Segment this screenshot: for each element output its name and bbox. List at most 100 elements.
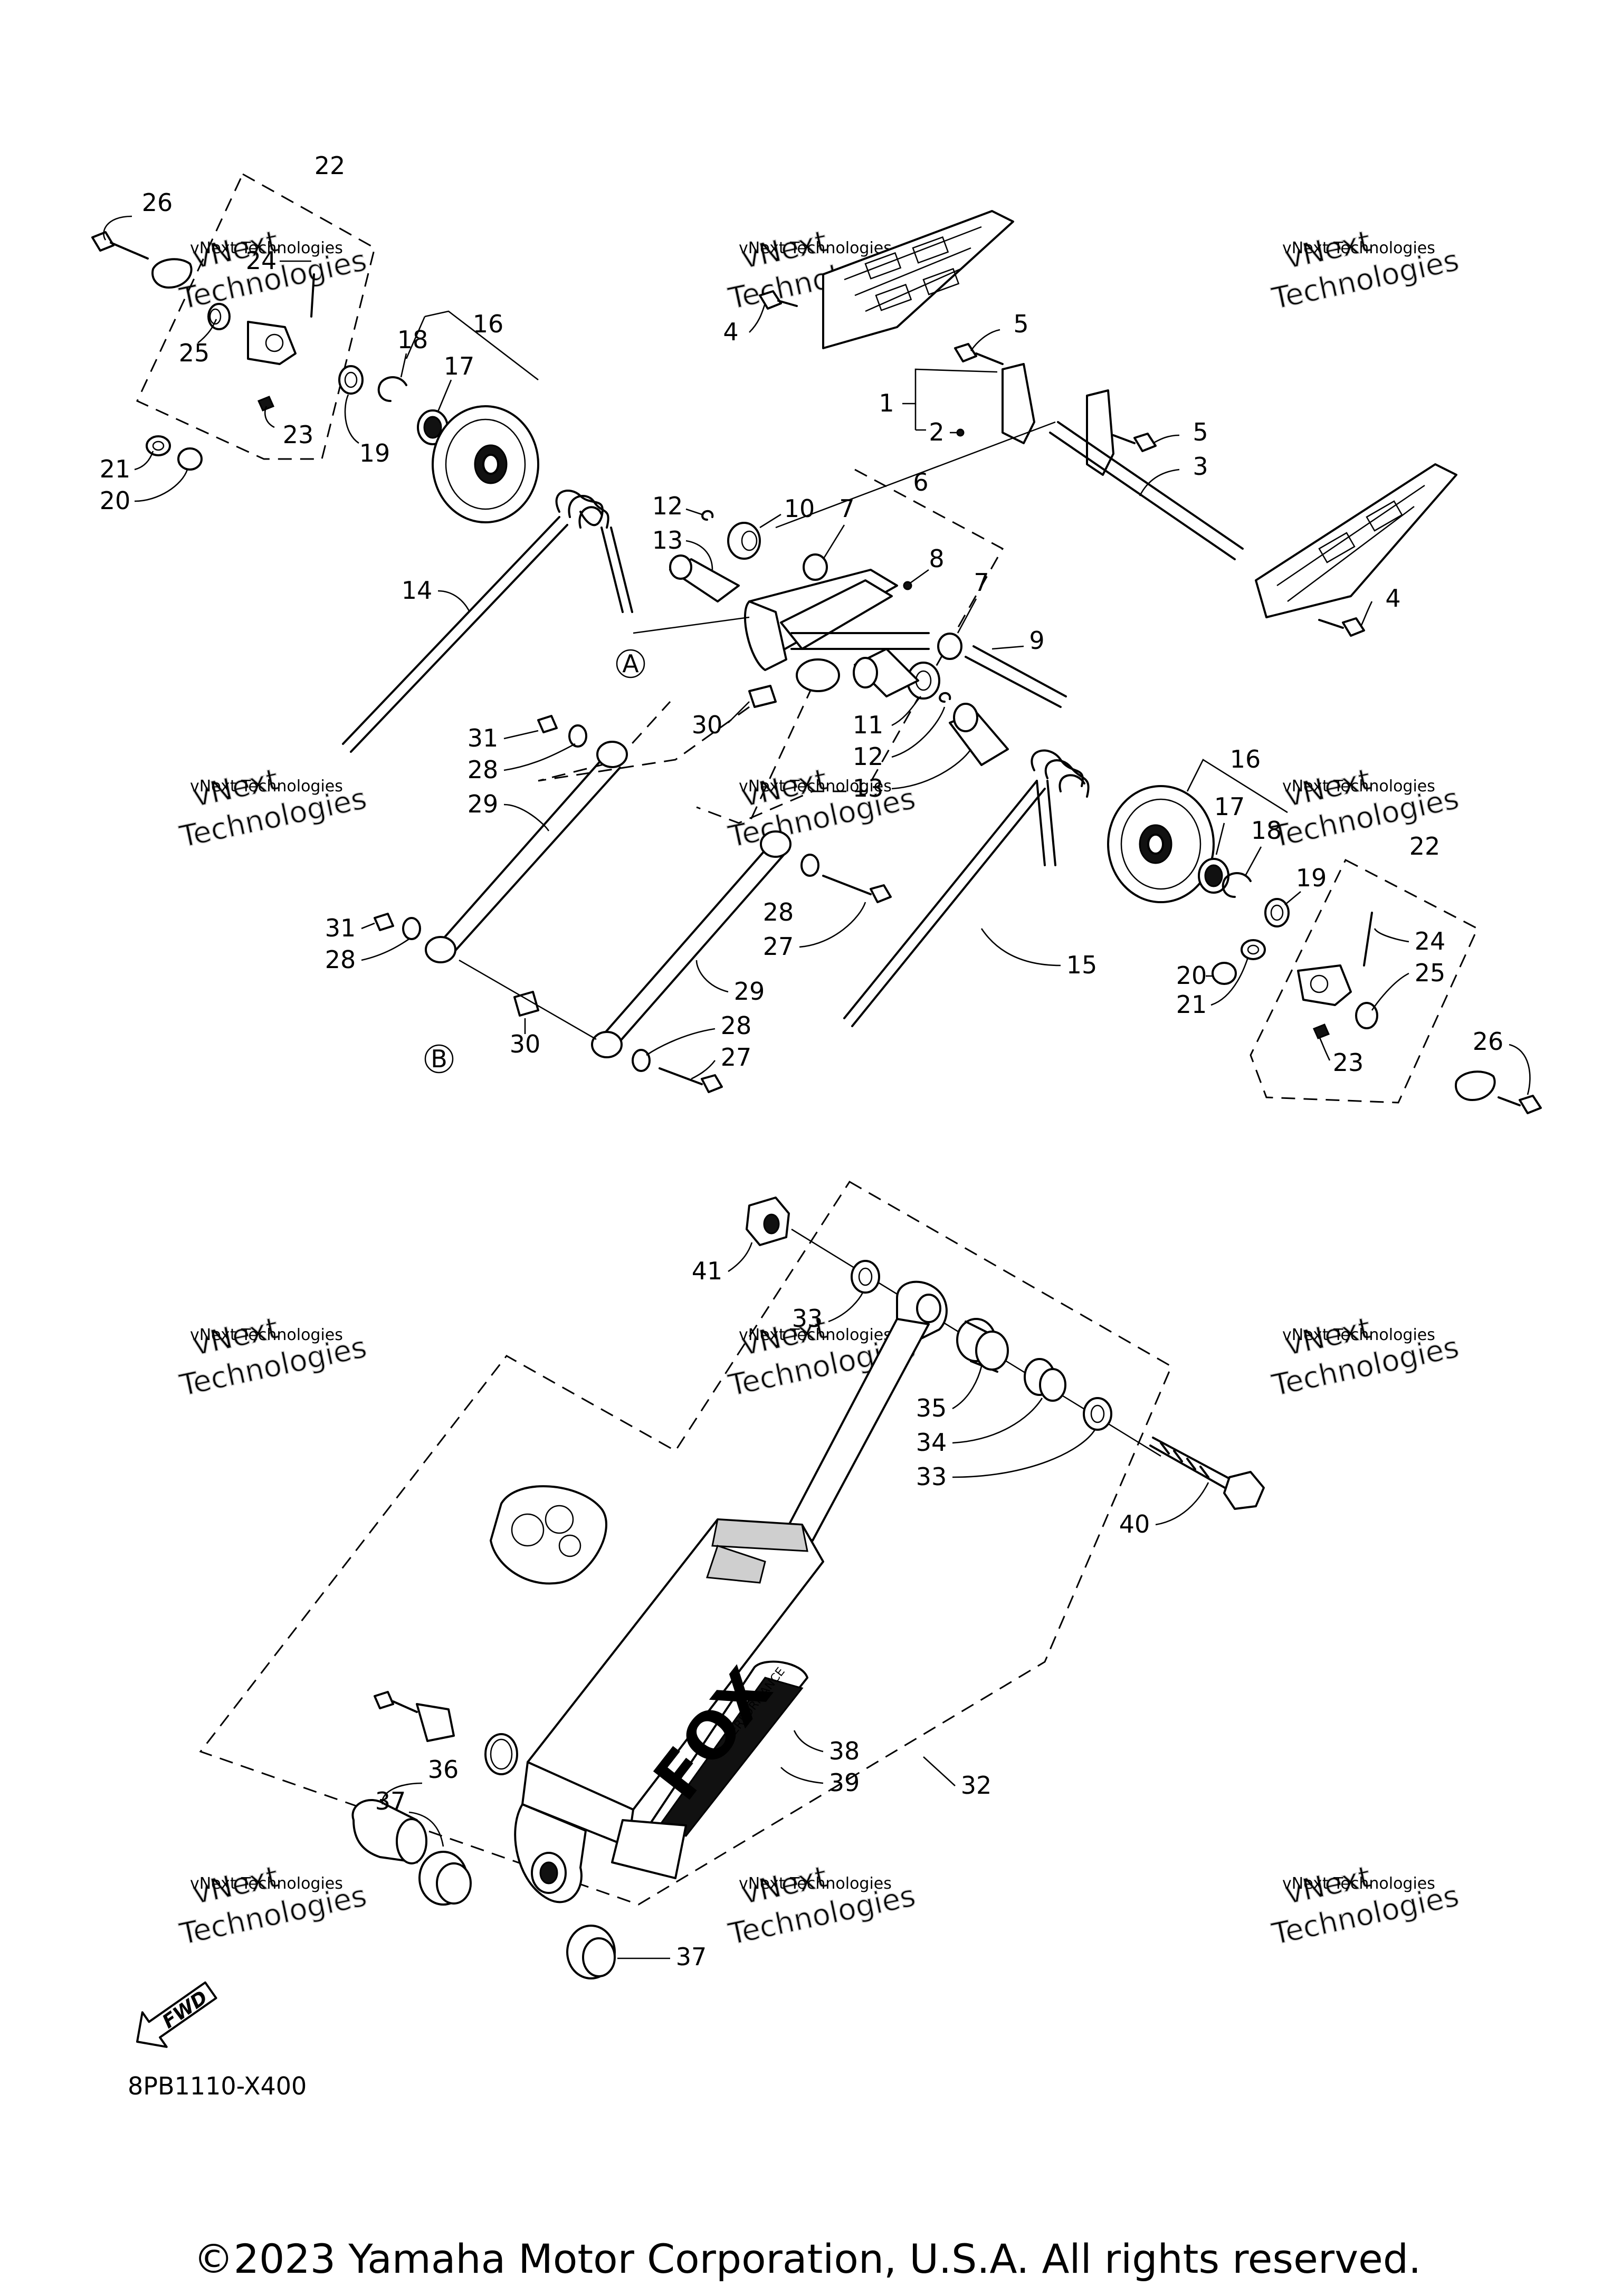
group-outline-6c: [748, 685, 814, 824]
svg-text:vNext Technologies: vNext Technologies: [1282, 1326, 1435, 1344]
circlip-18-left: [377, 376, 407, 402]
bolt-31-lower: [374, 913, 394, 931]
callout-7-top: 7: [839, 494, 854, 523]
callout-22: 22: [314, 151, 346, 180]
callout-10: 10: [784, 494, 815, 523]
washer-21-right: [1241, 939, 1266, 960]
callout-13-top: 13: [652, 526, 683, 554]
watermark: vNext vNext Technologies Technologies: [1268, 1859, 1462, 1952]
collar-11: [907, 662, 940, 700]
bolt-40: [1149, 1437, 1265, 1510]
pivot-arm-6: [744, 569, 930, 692]
callout-33-bottom: 33: [916, 1462, 947, 1491]
callout-37-right: 37: [676, 1943, 707, 1971]
link-29-right: [591, 830, 792, 1058]
callout-38: 38: [829, 1737, 860, 1765]
group-outline-22-right: [1250, 858, 1479, 1104]
nut-23-left: [257, 396, 275, 412]
callout-31-top: 31: [468, 724, 499, 752]
callout-23: 23: [283, 420, 314, 449]
callout-20: 20: [100, 486, 131, 515]
bolt-24-left: [310, 273, 315, 318]
pin-9: [965, 645, 1067, 708]
nut-41: [746, 1197, 790, 1246]
callout-34: 34: [916, 1428, 947, 1457]
bushing-7-top: [803, 553, 828, 581]
collar-13-lower: [949, 703, 1009, 766]
callout-14: 14: [402, 576, 433, 605]
callout-17: 17: [444, 352, 475, 380]
callout-1: 1: [879, 389, 894, 417]
svg-text:vNext Technologies: vNext Technologies: [739, 1874, 892, 1893]
pulley-bracket-left: [247, 321, 297, 365]
callout-28-top: 28: [468, 755, 499, 784]
callout-13-bottom: 13: [853, 774, 884, 802]
svg-text:vNext Technologies: vNext Technologies: [190, 1874, 343, 1893]
bearing-17-right: [1198, 858, 1229, 894]
bolt-26-left: [91, 231, 149, 260]
callout-6: 6: [913, 468, 928, 496]
bolt-27-upper: [822, 875, 892, 903]
bushing-30-lower: [513, 991, 539, 1017]
grease-nipple-8: [903, 581, 912, 590]
axis-line-b: [459, 959, 597, 1040]
callout-22-right: 22: [1409, 832, 1441, 860]
clip-12-lower: [939, 692, 951, 703]
collar-35: [956, 1318, 1009, 1373]
washer-21-left: [146, 435, 171, 456]
callout-24-right: 24: [1415, 927, 1446, 955]
svg-text:vNext Technologies: vNext Technologies: [190, 777, 343, 796]
callout-21-right: 21: [1176, 990, 1207, 1019]
reference-marker-a: A: [616, 649, 645, 678]
link-29-left: [425, 741, 628, 963]
callout-28-mid: 28: [763, 898, 794, 926]
collar-28-c: [800, 854, 819, 877]
callout-30-bottom: 30: [510, 1030, 541, 1058]
callout-25-right: 25: [1415, 959, 1446, 987]
shaft-3: [775, 421, 1244, 560]
bolt-26-right: [1498, 1095, 1542, 1114]
callout-7-right: 7: [974, 568, 989, 597]
group-outline-6b: [538, 706, 750, 782]
washer-33-bottom: [1083, 1397, 1112, 1431]
callout-2: 2: [929, 418, 944, 446]
bushing-30-upper: [748, 685, 777, 708]
svg-text:vNext Technologies: vNext Technologies: [1282, 1874, 1435, 1893]
callout-31-bottom: 31: [325, 914, 356, 942]
callout-11: 11: [853, 711, 884, 739]
callout-41: 41: [692, 1257, 723, 1285]
callout-9: 9: [1029, 626, 1044, 655]
collar-28-b: [402, 917, 421, 940]
callout-29-top: 29: [468, 790, 499, 818]
callout-16-right: 16: [1230, 745, 1261, 773]
collar-34: [1024, 1358, 1066, 1402]
cover-right: [1455, 1070, 1496, 1101]
callout-19: 19: [359, 439, 390, 467]
callout-30-top: 30: [692, 711, 723, 739]
copyright-notice: ©2023 Yamaha Motor Corporation, U.S.A. A…: [194, 2235, 1422, 2282]
callout-29-mid: 29: [734, 977, 765, 1006]
watermark: vNext vNext Technologies Technologies: [724, 1859, 919, 1952]
bolt-24-right: [1363, 912, 1373, 967]
callout-28-bottom: 28: [325, 945, 356, 974]
bushing-37-right: [566, 1925, 616, 1979]
shock-absorber-38: FOX PERFORMANCE: [514, 1318, 930, 1903]
callout-12-top: 12: [652, 492, 683, 520]
callout-39: 39: [829, 1768, 860, 1797]
diagram-code: 8PB1110-X400: [128, 2072, 307, 2100]
callout-21: 21: [100, 455, 131, 483]
svg-text:vNext Technologies: vNext Technologies: [1282, 777, 1435, 796]
decal-label: [490, 1485, 607, 1585]
callout-26: 26: [142, 188, 173, 217]
watermark: vNext vNext Technologies Technologies: [1268, 224, 1462, 317]
axis-line-a: [633, 616, 750, 634]
callout-layer: 22 26 24 25 23 21 20 19 18 17 16 14 12 1…: [100, 151, 1531, 1971]
callout-32: 32: [961, 1771, 992, 1800]
callout-24: 24: [246, 246, 277, 275]
svg-text:vNext Technologies: vNext Technologies: [190, 239, 343, 257]
group-outline-6: [696, 468, 1004, 824]
callout-28-low: 28: [721, 1011, 752, 1040]
washer-19-left: [338, 365, 364, 395]
callout-19-right: 19: [1296, 864, 1327, 892]
cover-left: [151, 258, 193, 289]
